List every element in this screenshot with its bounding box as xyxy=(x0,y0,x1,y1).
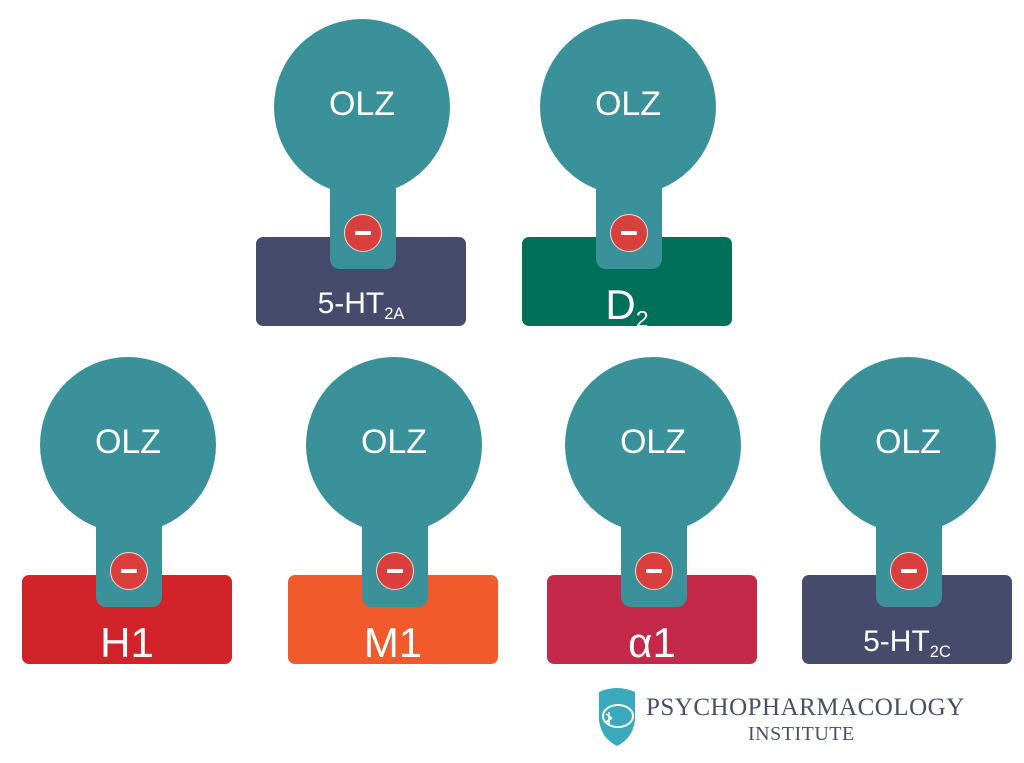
drug-receptor-unit: OLZ 5-HT2A xyxy=(256,19,486,349)
drug-label: OLZ xyxy=(94,422,162,461)
logo-line2: INSTITUTE xyxy=(748,723,855,745)
receptor-subscript: 2A xyxy=(384,304,405,323)
drug-label: OLZ xyxy=(874,422,942,461)
receptor-label: 5-HT2C xyxy=(802,625,1012,662)
minus-icon xyxy=(110,552,148,590)
receptor-subscript: 2 xyxy=(635,306,649,333)
receptor-name: α1 xyxy=(628,619,676,666)
drug-label: OLZ xyxy=(619,422,687,461)
drug-receptor-unit: OLZ 5-HT2C xyxy=(802,357,1024,687)
minus-icon xyxy=(890,552,928,590)
receptor-label: 5-HT2A xyxy=(256,287,466,324)
minus-icon xyxy=(610,214,648,252)
drug-label: OLZ xyxy=(594,84,662,123)
drug-receptor-unit: OLZ α1 xyxy=(547,357,777,687)
minus-icon xyxy=(344,214,382,252)
psychopharmacology-institute-logo: PSYCHOPHARMACOLOGY INSTITUTE xyxy=(596,686,986,756)
drug-receptor-unit: OLZ M1 xyxy=(288,357,518,687)
receptor-label: H1 xyxy=(22,619,232,671)
receptor-name: 5-HT xyxy=(863,625,930,658)
minus-icon xyxy=(635,552,673,590)
receptor-label: α1 xyxy=(547,619,757,671)
receptor-name: 5-HT xyxy=(317,287,385,320)
receptor-subscript: 2C xyxy=(929,642,951,661)
logo-line1: PSYCHOPHARMACOLOGY xyxy=(646,694,965,721)
drug-label: OLZ xyxy=(328,84,396,123)
shield-icon xyxy=(599,688,635,746)
minus-icon xyxy=(376,552,414,590)
receptor-name: D xyxy=(605,281,636,328)
drug-receptor-unit: OLZ D2 xyxy=(522,19,752,349)
receptor-name: M1 xyxy=(363,619,423,666)
receptor-label: M1 xyxy=(288,619,498,671)
drug-label: OLZ xyxy=(360,422,428,461)
receptor-name: H1 xyxy=(100,619,154,666)
receptor-label: D2 xyxy=(522,281,732,333)
drug-receptor-unit: OLZ H1 xyxy=(22,357,252,687)
